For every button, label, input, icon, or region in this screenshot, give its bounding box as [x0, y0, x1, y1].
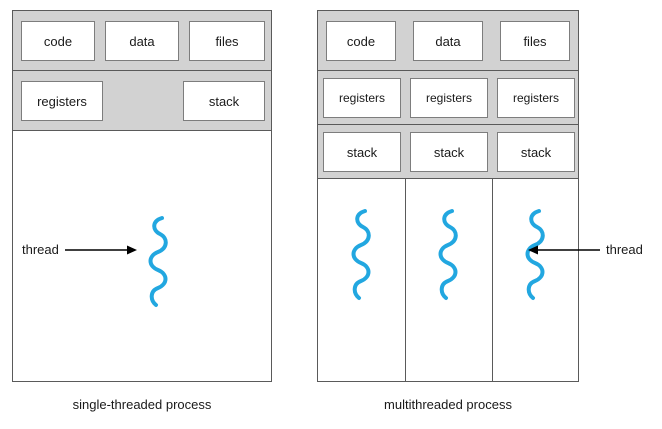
- resource-box-code: code: [21, 21, 95, 61]
- multithreaded-shared-resources-band: code data files: [318, 11, 578, 71]
- resource-box-code: code: [326, 21, 396, 61]
- arrow-left-icon: [528, 245, 600, 254]
- thread-column-divider: [492, 71, 493, 381]
- thread-squiggle-icon: [351, 209, 371, 300]
- thread-annotation-single: thread: [22, 243, 137, 256]
- resource-box-registers: registers: [21, 81, 103, 121]
- single-threaded-private-resources-band: registers stack: [13, 71, 271, 131]
- multithreaded-process-panel: code data files registers registers regi…: [317, 10, 579, 382]
- single-threaded-shared-resources-band: code data files: [13, 11, 271, 71]
- caption-single-threaded-process: single-threaded process: [72, 397, 212, 412]
- thread-column-divider: [405, 71, 406, 381]
- resource-box-data: data: [413, 21, 483, 61]
- thread-squiggle-icon: [148, 216, 168, 307]
- thread-squiggle-icon: [525, 209, 545, 300]
- resource-box-stack: stack: [410, 132, 488, 172]
- arrow-right-icon: [64, 245, 137, 254]
- single-threaded-process-panel: code data files registers stack: [12, 10, 272, 382]
- multithreaded-stacks-band: stack stack stack: [318, 125, 578, 179]
- resource-box-stack: stack: [183, 81, 265, 121]
- caption-multithreaded-process: multithreaded process: [384, 397, 512, 412]
- resource-box-stack: stack: [497, 132, 575, 172]
- resource-box-files: files: [189, 21, 265, 61]
- resource-box-data: data: [105, 21, 179, 61]
- multithreaded-registers-band: registers registers registers: [318, 71, 578, 125]
- resource-box-registers: registers: [323, 78, 401, 118]
- resource-box-files: files: [500, 21, 570, 61]
- thread-squiggle-icon: [438, 209, 458, 300]
- thread-annotation-label: thread: [22, 242, 59, 257]
- resource-box-registers: registers: [410, 78, 488, 118]
- thread-annotation-label: thread: [606, 242, 643, 257]
- resource-box-stack: stack: [323, 132, 401, 172]
- thread-annotation-multi: thread: [528, 243, 643, 256]
- resource-box-registers: registers: [497, 78, 575, 118]
